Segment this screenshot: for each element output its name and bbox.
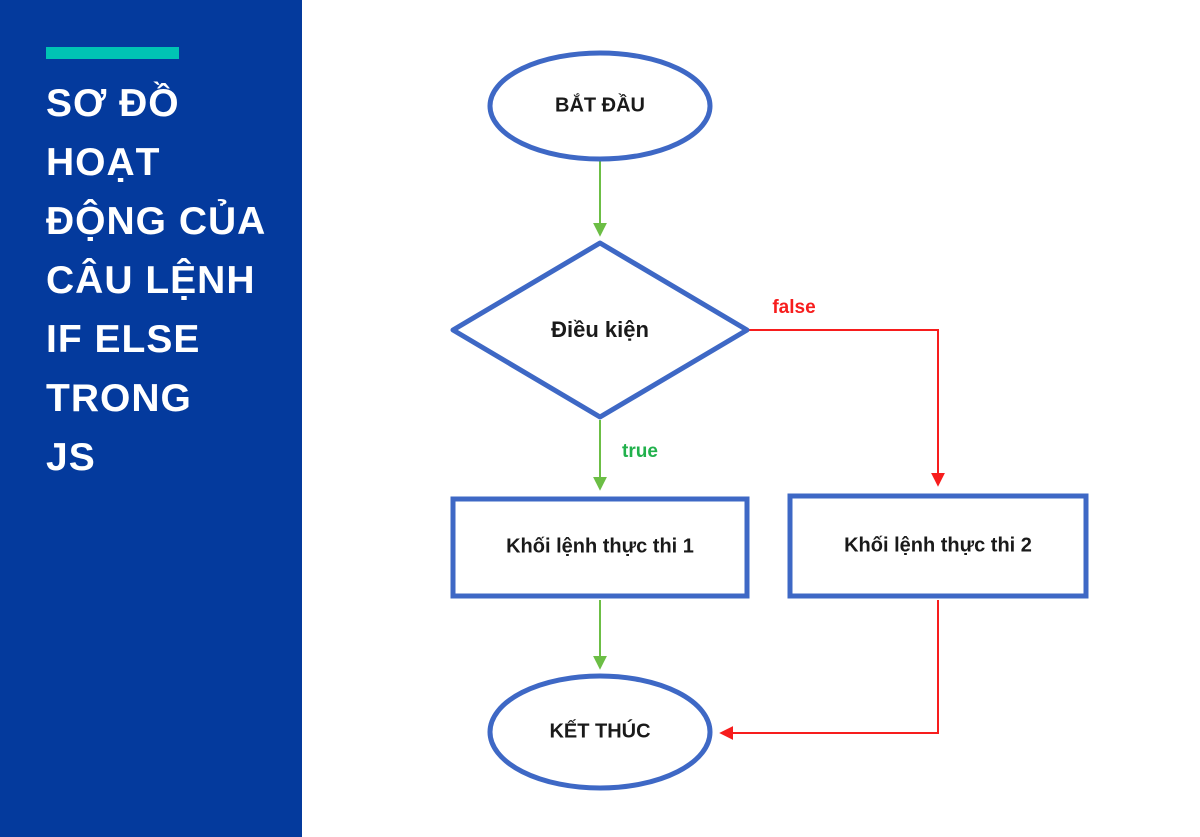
start-ellipse — [487, 50, 713, 162]
accent-bar — [46, 47, 179, 59]
title-line: ĐỘNG CỦA — [46, 200, 267, 243]
title-line: IF ELSE — [46, 318, 201, 361]
block2-rect — [787, 493, 1089, 599]
edge-block2-to-end — [719, 600, 939, 740]
edge-condition-false-to-block2 — [749, 329, 945, 487]
title-line: CÂU LỆNH — [46, 259, 256, 302]
title-line: HOẠT — [46, 141, 161, 184]
false-edge-label: false — [772, 297, 816, 318]
title-line: JS — [46, 436, 96, 479]
end-label: KẾT THÚC — [549, 720, 651, 743]
end-ellipse — [487, 673, 713, 791]
block1-label: Khối lệnh thực thi 1 — [506, 535, 694, 558]
page-title: SƠ ĐỒ HOẠT ĐỘNG CỦA CÂU LỆNH IF ELSE TRO… — [46, 74, 291, 487]
block1-rect — [450, 496, 750, 599]
block2-label: Khối lệnh thực thi 2 — [844, 534, 1032, 557]
title-line: TRONG — [46, 377, 192, 420]
true-edge-label: true — [622, 441, 658, 462]
start-label: BẮT ĐẦU — [555, 94, 645, 117]
title-line: SƠ ĐỒ — [46, 82, 180, 125]
condition-diamond — [450, 240, 750, 420]
sidebar: SƠ ĐỒ HOẠT ĐỘNG CỦA CÂU LỆNH IF ELSE TRO… — [0, 0, 302, 837]
condition-label: Điều kiện — [551, 317, 649, 342]
